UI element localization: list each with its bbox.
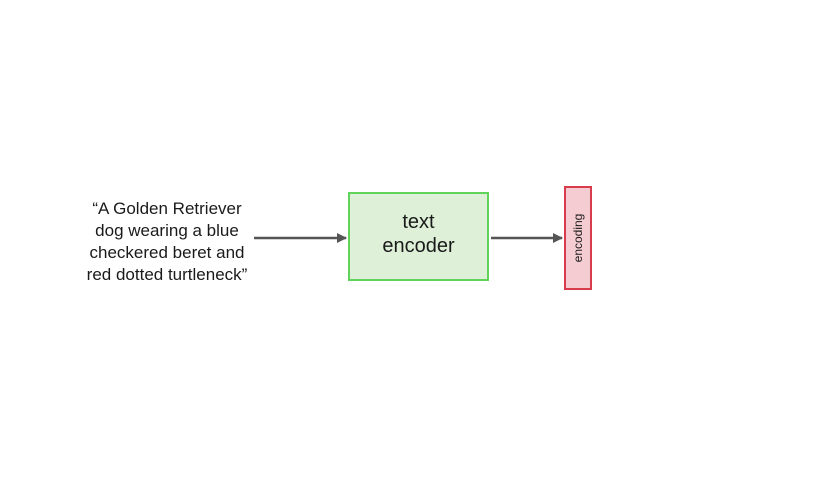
encoding-label: encoding xyxy=(571,213,585,263)
text-encoder-box: text encoder xyxy=(348,192,489,281)
prompt-line: dog wearing a blue xyxy=(95,221,239,240)
text-encoder-label-line: encoder xyxy=(382,235,455,257)
prompt-line: checkered beret and xyxy=(89,243,245,262)
prompt-line: “A Golden Retriever xyxy=(92,199,242,218)
input-prompt-text: “A Golden Retriever dog wearing a blue c… xyxy=(62,198,272,286)
text-encoder-label-line: text xyxy=(402,211,435,233)
text-encoder-label: text encoder xyxy=(350,210,487,258)
prompt-line: red dotted turtleneck” xyxy=(86,265,248,284)
encoding-vector-box: encoding xyxy=(564,186,592,290)
